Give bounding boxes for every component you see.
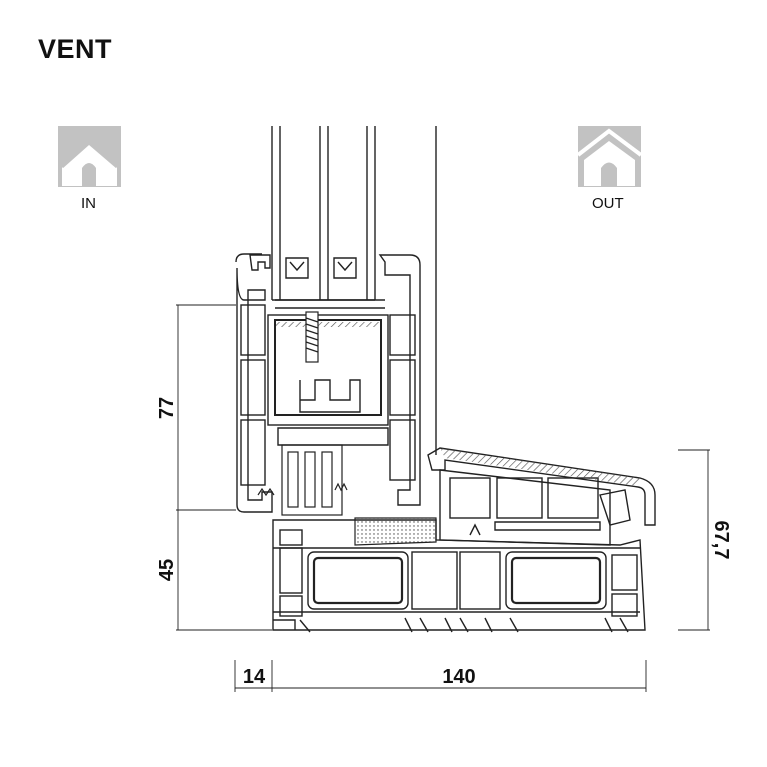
sill <box>427 447 656 546</box>
sash-profile <box>235 253 421 513</box>
sill-cap-hatch <box>440 448 640 486</box>
frame-profile <box>272 519 646 633</box>
hardware <box>257 444 348 516</box>
dim-frame-height: 45 <box>156 559 178 581</box>
dimension-lines <box>176 304 710 692</box>
house-inside-icon <box>58 126 121 187</box>
dim-overlap-width: 14 <box>243 666 266 688</box>
outside-label: OUT <box>592 195 624 212</box>
house-outside-icon <box>576 126 643 187</box>
reinforcement-hatch <box>276 322 380 327</box>
dim-sash-height: 77 <box>156 397 178 419</box>
foam-insert <box>354 517 437 546</box>
dim-frame-width: 140 <box>442 666 475 688</box>
inside-label: IN <box>81 195 96 212</box>
glazing-unit <box>271 126 437 455</box>
dim-sill-height: 67,7 <box>710 521 732 560</box>
page-title: VENT <box>38 34 113 64</box>
screw <box>305 311 319 363</box>
